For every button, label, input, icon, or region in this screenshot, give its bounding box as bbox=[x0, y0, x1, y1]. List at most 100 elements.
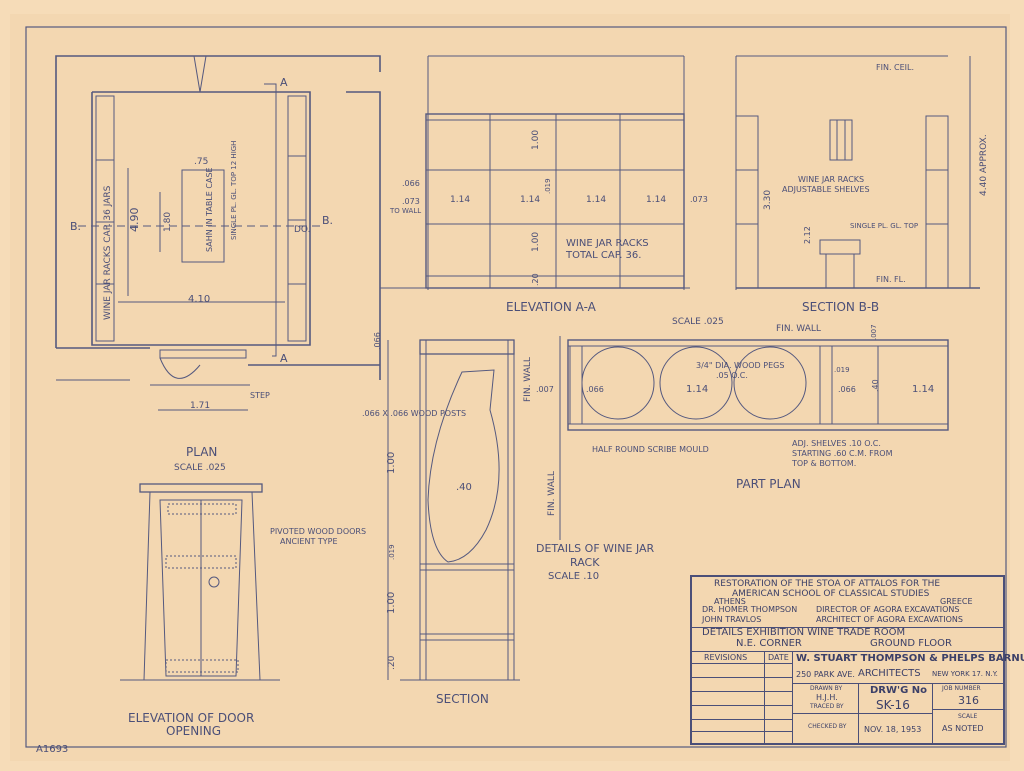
pp-dim-019: .019 bbox=[834, 366, 850, 374]
pp-dim-114-right: 1.14 bbox=[912, 384, 934, 395]
tb-date-value: NOV. 18, 1953 bbox=[864, 725, 922, 734]
tb-revisions: REVISIONS bbox=[704, 653, 748, 662]
elev-dim-114-b: 1.14 bbox=[520, 195, 540, 205]
tb-traced-by-label: TRACED BY bbox=[810, 703, 844, 710]
tb-person2: JOHN TRAVLOS bbox=[702, 615, 762, 624]
section-bb-view bbox=[735, 55, 980, 290]
rack-section-view bbox=[387, 339, 520, 681]
plan-marker-b-left: B. bbox=[70, 220, 81, 233]
tb-firm: W. STUART THOMPSON & PHELPS BARNUM bbox=[796, 653, 1024, 664]
tb-drawn-by-label: DRAWN BY bbox=[810, 685, 843, 692]
rs-dim-100-b: 1.00 bbox=[386, 592, 397, 614]
elev-aa-title: ELEVATION A-A bbox=[506, 300, 597, 314]
elev-dim-114-d: 1.14 bbox=[646, 195, 666, 205]
pp-mould: HALF ROUND SCRIBE MOULD bbox=[592, 445, 709, 454]
pp-title: PART PLAN bbox=[736, 477, 801, 491]
elev-rack-cap: TOTAL CAP. 36. bbox=[565, 250, 641, 261]
door-note-1: PIVOTED WOOD DOORS bbox=[270, 527, 366, 536]
tb-athens: ATHENS bbox=[714, 597, 746, 606]
elev-dim-114-a: 1.14 bbox=[450, 195, 470, 205]
tb-line1: RESTORATION OF THE STOA OF ATTALOS FOR T… bbox=[714, 579, 941, 589]
rs-dim-100-a: 1.00 bbox=[386, 452, 397, 474]
sheet-id: A1693 bbox=[36, 744, 68, 755]
plan-marker-b-right: B. bbox=[322, 214, 333, 227]
tb-scale-label: SCALE bbox=[958, 713, 978, 720]
tb-drwg-no: SK-16 bbox=[876, 698, 910, 712]
plan-step: STEP bbox=[250, 391, 270, 400]
bb-shelves: ADJUSTABLE SHELVES bbox=[782, 185, 870, 194]
door-title-2: OPENING bbox=[166, 724, 221, 738]
tb-job-label: JOB NUMBER bbox=[942, 685, 981, 692]
bb-title: SECTION B-B bbox=[802, 300, 879, 314]
pp-fin-wall: FIN. WALL bbox=[776, 324, 821, 334]
bb-glass-top: SINGLE PL. GL. TOP bbox=[850, 222, 918, 230]
bb-dim-330: 3.30 bbox=[763, 190, 773, 210]
tb-date-label: DATE bbox=[768, 653, 789, 662]
pp-pegs: 3/4" DIA. WOOD PEGS bbox=[696, 361, 784, 370]
tb-scale-value: AS NOTED bbox=[942, 724, 984, 733]
plan-dim-075: .75 bbox=[194, 157, 208, 167]
pp-adj-3: TOP & BOTTOM. bbox=[791, 459, 856, 468]
bb-fin-fl: FIN. FL. bbox=[876, 275, 906, 284]
tb-detail1: DETAILS EXHIBITION WINE TRADE ROOM bbox=[702, 627, 906, 638]
rs-dim-020: .20 bbox=[387, 655, 397, 670]
plan-dim-180: 1.80 bbox=[163, 212, 173, 232]
pp-dim-040: .40 bbox=[871, 379, 880, 392]
tb-drawn-by: H.J.H. bbox=[816, 693, 838, 702]
tb-checked-by-label: CHECKED BY bbox=[808, 723, 847, 730]
tb-address: 250 PARK AVE. bbox=[796, 670, 855, 679]
elev-dim-100-top: 1.00 bbox=[531, 130, 541, 150]
title-block: RESTORATION OF THE STOA OF ATTALOS FOR T… bbox=[690, 575, 1024, 745]
elev-dim-073-right: .073 bbox=[690, 195, 708, 204]
plan-sahn-label: SAHN IN TABLE CASE bbox=[205, 167, 214, 252]
pp-adj-2: STARTING .60 C.M. FROM bbox=[792, 449, 893, 458]
pp-dim-007-top: .007 bbox=[870, 324, 878, 340]
plan-title: PLAN bbox=[186, 445, 217, 459]
plan-dim-490: 4.90 bbox=[128, 208, 141, 233]
door-note-2: ANCIENT TYPE bbox=[280, 537, 338, 546]
rs-details: DETAILS OF WINE JAR bbox=[536, 542, 655, 555]
door-elevation-view bbox=[120, 483, 280, 681]
bb-fin-ceil: FIN. CEIL. bbox=[876, 63, 914, 72]
tb-drwg-label: DRW'G No bbox=[870, 685, 928, 696]
plan-dim-410: 4.10 bbox=[188, 294, 210, 305]
rs-details-2: RACK bbox=[570, 556, 600, 569]
rs-fin-wall: FIN. WALL bbox=[523, 357, 533, 402]
pp-dim-007-left: .007 bbox=[536, 385, 554, 394]
tb-role2: ARCHITECT OF AGORA EXCAVATIONS bbox=[816, 615, 963, 624]
pp-fin-wall-side: FIN. WALL bbox=[547, 471, 557, 516]
elev-dim-020: .20 bbox=[531, 273, 540, 286]
tb-person1: DR. HOMER THOMPSON bbox=[702, 605, 798, 614]
rs-title: SECTION bbox=[436, 692, 489, 706]
part-plan-view bbox=[559, 336, 949, 540]
bb-dim-440: 4.40 APPROX. bbox=[979, 134, 989, 196]
plan-dim-171: 1.71 bbox=[190, 401, 210, 411]
elevation-aa-view bbox=[380, 55, 690, 290]
elev-dim-019: .019 bbox=[544, 178, 552, 194]
rs-dim-019: .019 bbox=[388, 544, 396, 560]
elev-rack-label: WINE JAR RACKS bbox=[566, 238, 649, 249]
pp-dim-066-left: .066 bbox=[586, 385, 604, 394]
rs-scale: SCALE .10 bbox=[548, 571, 599, 582]
rs-posts: .066 X .066 WOOD POSTS bbox=[362, 409, 466, 418]
elev-to-wall: TO WALL bbox=[389, 207, 421, 215]
door-title: ELEVATION OF DOOR bbox=[128, 711, 254, 725]
tb-city: NEW YORK 17. N.Y. bbox=[932, 670, 998, 678]
pp-adj-1: ADJ. SHELVES .10 O.C. bbox=[792, 439, 881, 448]
plan-view bbox=[55, 55, 381, 411]
plan-scale: SCALE .025 bbox=[174, 463, 226, 473]
rs-dim-066: .066 bbox=[373, 332, 382, 350]
elev-dim-073-left: .073 bbox=[402, 197, 420, 206]
elev-dim-114-c: 1.14 bbox=[586, 195, 606, 205]
plan-ditto: DO. bbox=[294, 225, 311, 235]
tb-detail2a: N.E. CORNER bbox=[736, 638, 802, 649]
pp-pegs-oc: .05 O.C. bbox=[716, 371, 748, 380]
tb-detail2b: GROUND FLOOR bbox=[870, 638, 952, 649]
tb-architects: ARCHITECTS bbox=[858, 668, 921, 679]
pp-dim-066-right: .066 bbox=[838, 385, 856, 394]
tb-job-no: 316 bbox=[958, 694, 979, 707]
plan-marker-a-top: A bbox=[280, 76, 288, 89]
pp-scale: SCALE .025 bbox=[672, 317, 724, 327]
pp-dim-114-left: 1.14 bbox=[686, 384, 708, 395]
